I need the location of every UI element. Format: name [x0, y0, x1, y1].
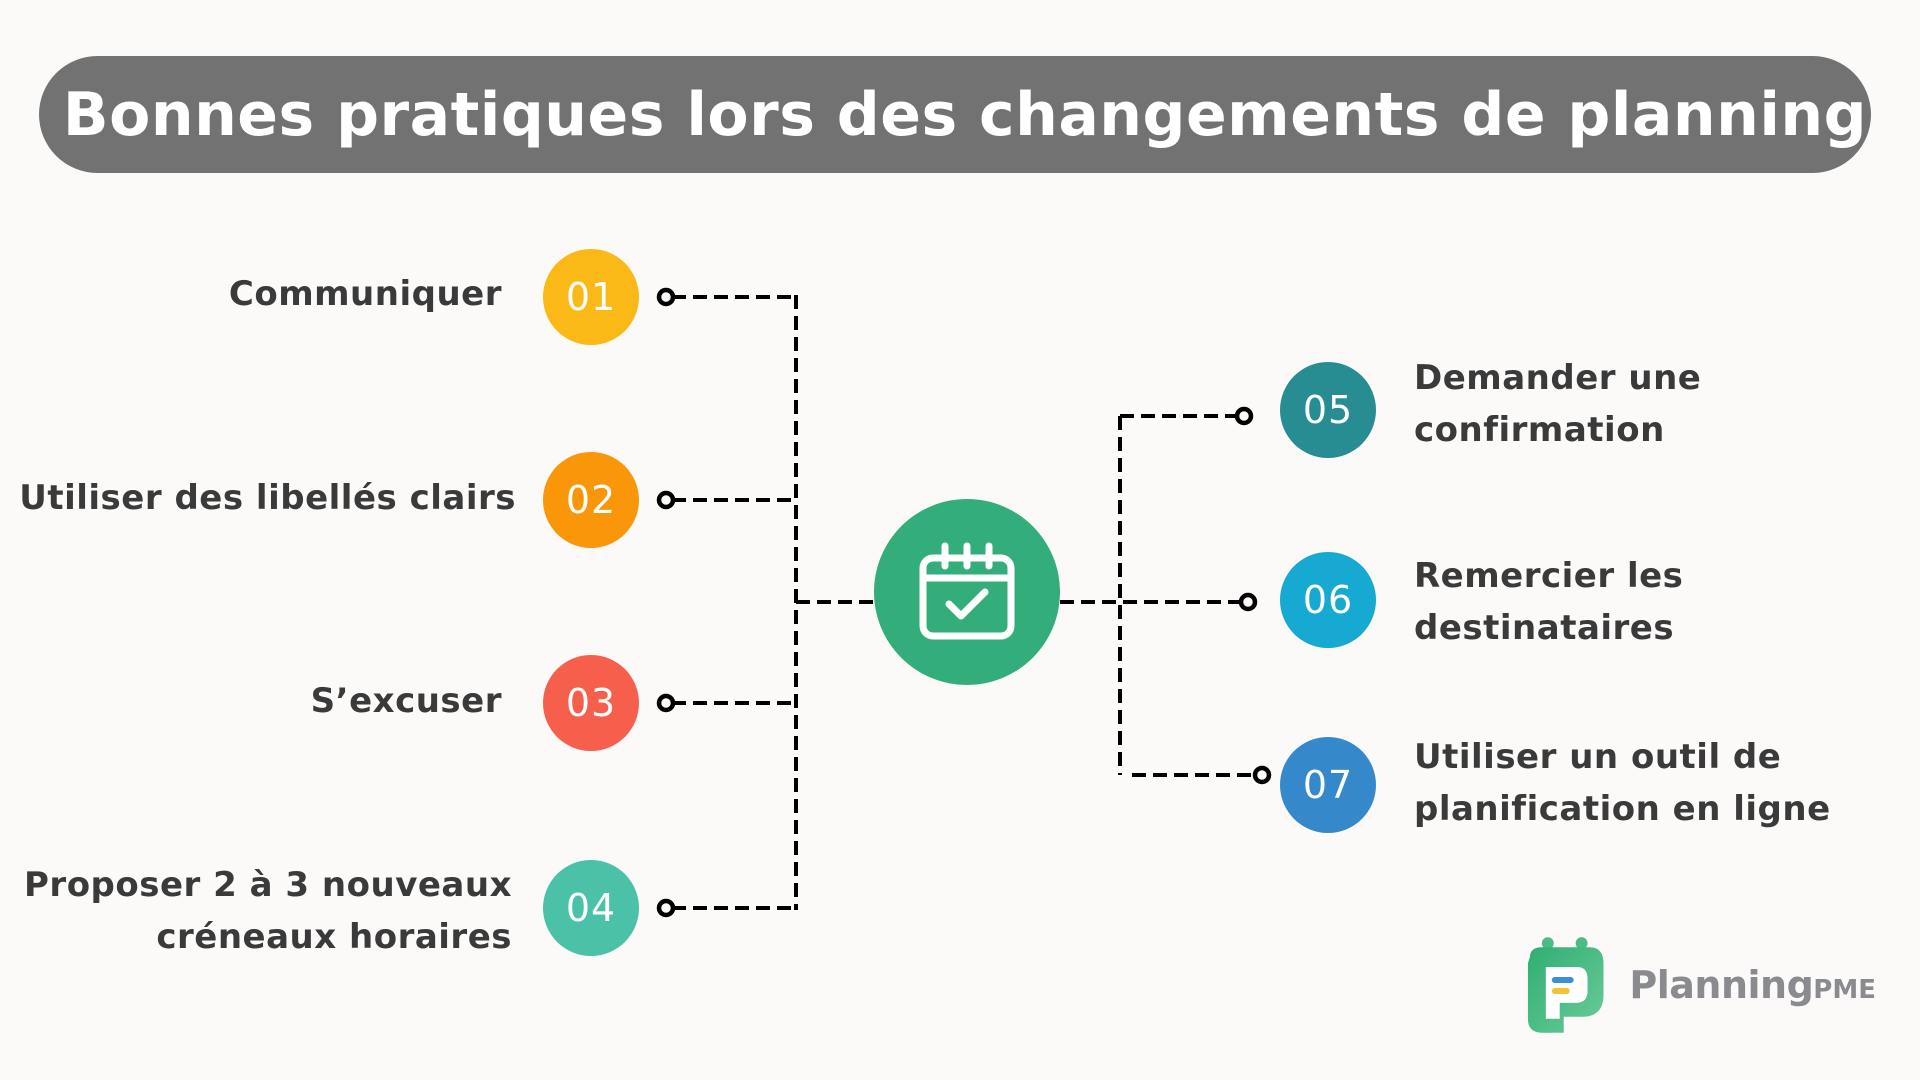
connector-dot-05 — [1234, 406, 1254, 426]
planningpme-logo-icon — [1527, 937, 1604, 1033]
number-badge-02: 02 — [543, 452, 639, 548]
page-title: Bonnes pratiques lors des changements de… — [62, 79, 1868, 150]
number-text: 05 — [1302, 388, 1354, 432]
number-text: 02 — [565, 478, 617, 522]
number-badge-07: 07 — [1280, 737, 1376, 833]
item-label-line: Proposer 2 à 3 nouveaux — [24, 865, 512, 905]
item-label-06: Remercier les destinataires — [1414, 550, 1683, 654]
title-banner: Bonnes pratiques lors des changements de… — [39, 56, 1871, 173]
item-label-line: confirmation — [1414, 410, 1665, 450]
item-label-line: planification en ligne — [1414, 789, 1831, 829]
item-label-line: Demander une — [1414, 358, 1702, 398]
number-badge-04: 04 — [543, 860, 639, 956]
item-label-line: S’excuser — [310, 681, 502, 721]
number-text: 06 — [1302, 578, 1354, 622]
item-label-03: S’excuser — [311, 675, 502, 727]
number-badge-05: 05 — [1280, 362, 1376, 458]
item-label-line: Utiliser un outil de — [1414, 737, 1782, 777]
connector-dot-03 — [656, 693, 676, 713]
logo-wordmark: PlanningPME — [1629, 963, 1876, 1007]
connector-dot-04 — [656, 898, 676, 918]
item-label-line: Remercier les — [1414, 556, 1684, 596]
number-text: 03 — [565, 681, 617, 725]
number-badge-06: 06 — [1280, 552, 1376, 648]
number-badge-01: 01 — [543, 249, 639, 345]
item-label-line: Communiquer — [228, 274, 502, 314]
connector-dot-01 — [656, 287, 676, 307]
planningpme-logo: PlanningPME — [1516, 930, 1876, 1040]
connector-dot-07 — [1252, 765, 1272, 785]
logo-name: Planning — [1629, 963, 1814, 1007]
item-label-line: créneaux horaires — [156, 917, 512, 957]
number-badge-03: 03 — [543, 655, 639, 751]
number-text: 04 — [565, 886, 617, 930]
connector-dot-02 — [656, 490, 676, 510]
logo-suffix: PME — [1813, 975, 1876, 1005]
item-label-01: Communiquer — [229, 268, 502, 320]
item-label-02: Utiliser des libellés clairs — [19, 472, 516, 524]
number-text: 07 — [1302, 763, 1354, 807]
item-label-line: Utiliser des libellés clairs — [19, 478, 516, 518]
item-label-05: Demander une confirmation — [1414, 352, 1701, 456]
item-label-04: Proposer 2 à 3 nouveaux créneaux horaire… — [24, 859, 512, 963]
item-label-line: destinataires — [1414, 608, 1675, 648]
connector-dot-06 — [1238, 592, 1258, 612]
item-label-07: Utiliser un outil de planification en li… — [1414, 731, 1831, 835]
number-text: 01 — [565, 275, 617, 319]
calendar-check-icon — [919, 542, 1015, 640]
center-node — [874, 499, 1060, 685]
